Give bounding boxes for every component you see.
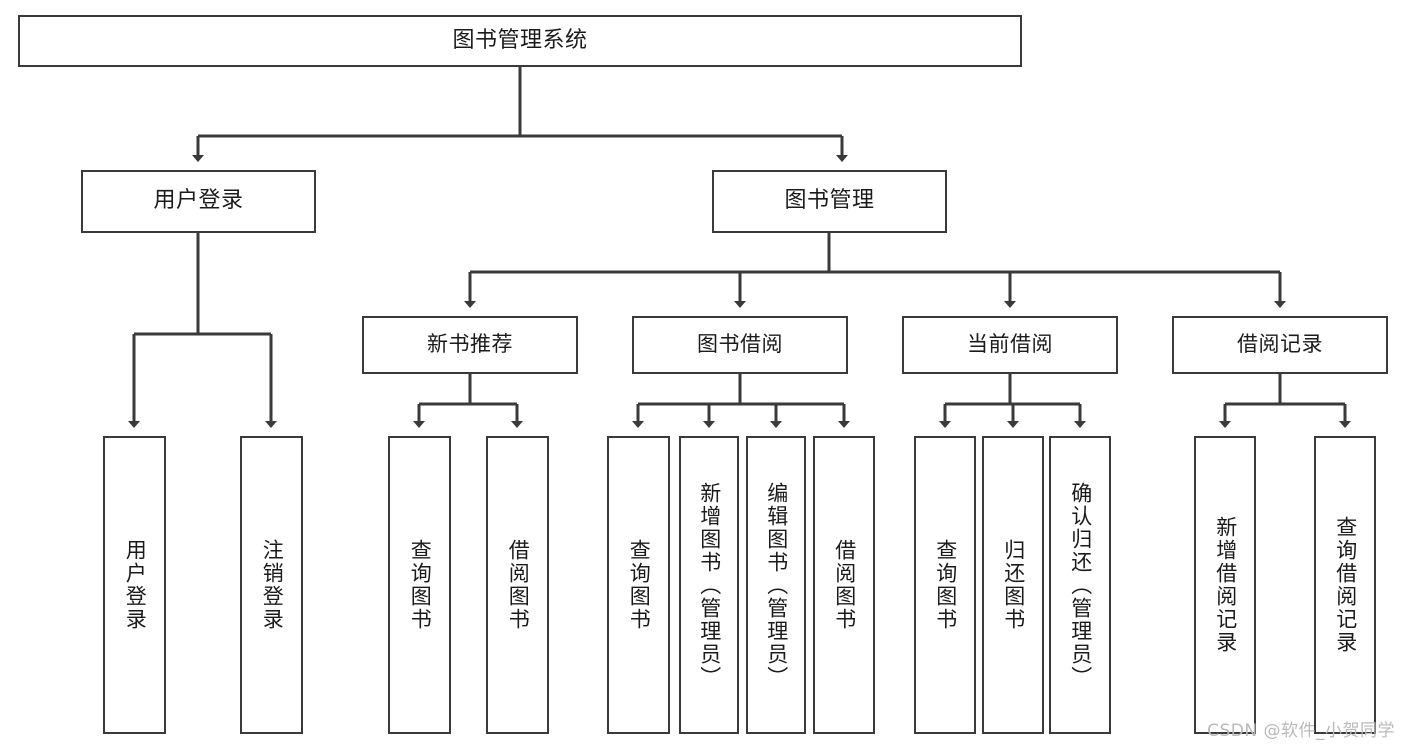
node-user-login[interactable]: 用户登录	[81, 170, 316, 233]
node-label: 用户登录	[123, 539, 148, 631]
leaf-user-login[interactable]: 用户登录	[103, 436, 166, 734]
leaf-borrow-edit-book[interactable]: 编辑图书（管理员）	[746, 436, 806, 734]
leaf-current-return-book[interactable]: 归还图书	[982, 436, 1044, 734]
node-label: 图书管理	[784, 188, 875, 214]
node-current-borrow[interactable]: 当前借阅	[902, 316, 1118, 374]
node-label: 图书管理系统	[452, 27, 588, 53]
leaf-logout[interactable]: 注销登录	[240, 436, 303, 734]
node-new-book-recommend[interactable]: 新书推荐	[362, 316, 578, 374]
node-label: 查询图书	[627, 539, 652, 631]
leaf-borrow-borrow-book[interactable]: 借阅图书	[813, 436, 875, 734]
node-book-management[interactable]: 图书管理	[712, 170, 947, 233]
leaf-current-query-book[interactable]: 查询图书	[914, 436, 976, 734]
node-label: 借阅记录	[1237, 332, 1323, 357]
node-label: 当前借阅	[967, 332, 1053, 357]
leaf-borrow-query-book[interactable]: 查询图书	[607, 436, 670, 734]
node-label: 注销登录	[260, 539, 285, 631]
leaf-newbook-query-book[interactable]: 查询图书	[388, 436, 451, 734]
node-label: 新增借阅记录	[1213, 516, 1238, 654]
leaf-newbook-borrow-book[interactable]: 借阅图书	[486, 436, 549, 734]
node-label: 新书推荐	[427, 332, 513, 357]
leaf-borrow-add-book[interactable]: 新增图书（管理员）	[679, 436, 739, 734]
node-label: 查询图书	[408, 539, 433, 631]
node-label: 借阅图书	[832, 539, 857, 631]
leaf-current-confirm-return[interactable]: 确认归还（管理员）	[1049, 436, 1111, 734]
node-book-borrow[interactable]: 图书借阅	[632, 316, 848, 374]
node-label: 确认归还（管理员）	[1068, 481, 1093, 689]
node-label: 编辑图书（管理员）	[764, 481, 789, 689]
node-label: 图书借阅	[697, 332, 783, 357]
node-label: 借阅图书	[506, 539, 531, 631]
leaf-record-query[interactable]: 查询借阅记录	[1314, 436, 1376, 734]
node-label: 查询借阅记录	[1333, 516, 1358, 654]
leaf-record-add[interactable]: 新增借阅记录	[1194, 436, 1256, 734]
node-label: 归还图书	[1001, 539, 1026, 631]
node-root-system[interactable]: 图书管理系统	[18, 15, 1022, 67]
watermark-text: CSDN @软件_小贺同学	[1207, 721, 1395, 741]
node-borrow-record[interactable]: 借阅记录	[1172, 316, 1388, 374]
node-label: 查询图书	[933, 539, 958, 631]
node-label: 用户登录	[153, 188, 244, 214]
node-label: 新增图书（管理员）	[697, 481, 722, 689]
